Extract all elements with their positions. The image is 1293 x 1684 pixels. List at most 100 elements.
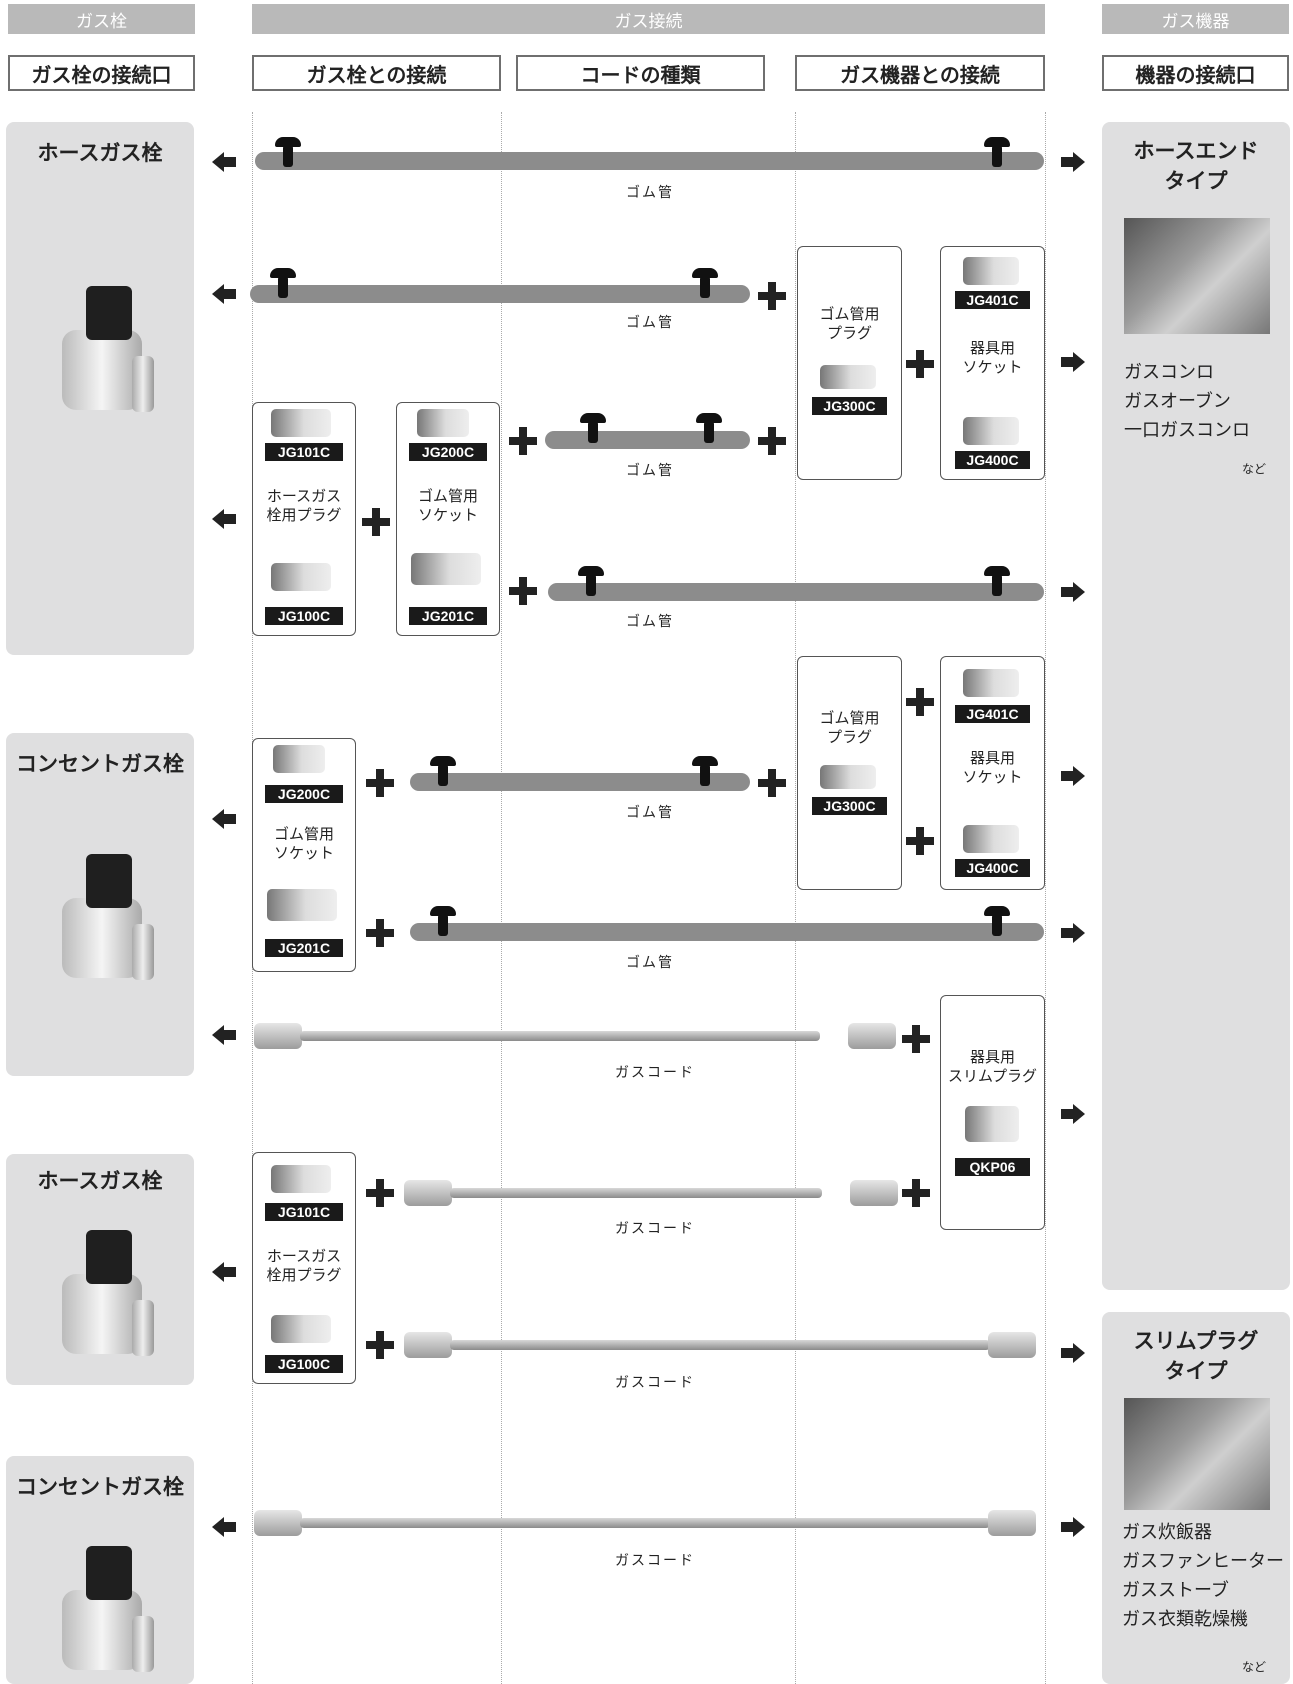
cord-end-icon xyxy=(850,1180,898,1206)
hose-clamp-icon xyxy=(690,268,722,298)
plus-icon xyxy=(366,1331,394,1359)
arrow-right-icon xyxy=(1073,923,1085,943)
code-label: JG400C xyxy=(955,859,1030,877)
list-item: ガスコンロ xyxy=(1124,358,1250,387)
code-label: JG201C xyxy=(265,939,343,957)
rubber-hose xyxy=(250,285,750,303)
panel-title: ホースエンド タイプ xyxy=(1102,136,1290,196)
column-divider xyxy=(501,112,502,1684)
cord-end-icon xyxy=(988,1510,1036,1536)
panel-title: スリムプラグ タイプ xyxy=(1102,1326,1290,1386)
arrow-left-icon xyxy=(212,284,224,304)
hose-end-type-panel: ホースエンド タイプ ガスコンロ ガスオーブン 一口ガスコンロ など xyxy=(1102,122,1290,1290)
plug-part-icon xyxy=(271,1315,331,1343)
hose-end-appliance-list: ガスコンロ ガスオーブン 一口ガスコンロ xyxy=(1124,358,1250,445)
plug-part-icon xyxy=(271,563,331,591)
socket-part-icon xyxy=(267,889,337,921)
gas-cord xyxy=(450,1340,990,1350)
rubber-socket-label: ゴム管用 ソケット xyxy=(253,825,355,863)
gas-appliance-bar: ガス機器 xyxy=(1102,4,1289,34)
slim-plug-part-icon xyxy=(965,1106,1019,1142)
appliance-slim-plug-label: 器具用 スリムプラグ xyxy=(941,1048,1044,1086)
plug-part-icon xyxy=(820,365,876,389)
hose-clamp-icon xyxy=(428,906,460,936)
rubber-socket-box: JG200C ゴム管用 ソケット JG201C xyxy=(396,402,500,636)
concent-gas-valve-icon xyxy=(42,848,172,988)
socket-part-icon xyxy=(963,825,1019,853)
rubber-hose xyxy=(548,583,1044,601)
cord-end-icon xyxy=(254,1510,302,1536)
arrow-left-icon xyxy=(212,809,224,829)
hose-clamp-icon xyxy=(268,268,300,298)
appliance-port-header: 機器の接続口 xyxy=(1102,55,1289,91)
gas-cord xyxy=(300,1518,990,1528)
plug-part-icon xyxy=(271,1165,331,1193)
code-label: JG100C xyxy=(265,1355,343,1373)
hose-caption: ゴム管 xyxy=(600,182,700,202)
socket-part-icon xyxy=(963,417,1019,445)
hose-gas-valve-icon xyxy=(42,280,172,420)
cord-end-icon xyxy=(404,1332,452,1358)
arrow-left-icon xyxy=(212,1517,224,1537)
cord-end-icon xyxy=(404,1180,452,1206)
socket-part-icon xyxy=(411,553,481,585)
rubber-plug-box: ゴム管用 プラグ JG300C xyxy=(797,246,902,480)
arrow-right-icon xyxy=(1073,1343,1085,1363)
arrow-right-icon xyxy=(1073,766,1085,786)
code-label: JG400C xyxy=(955,451,1030,469)
hose-caption: ゴム管 xyxy=(600,611,700,631)
panel-title: コンセントガス栓 xyxy=(6,749,194,779)
hose-gas-valve-panel: ホースガス栓 xyxy=(6,122,194,655)
cord-caption: ガスコード xyxy=(600,1372,710,1392)
rubber-plug-box: ゴム管用 プラグ JG300C xyxy=(797,656,902,890)
arrow-right-icon xyxy=(1073,352,1085,372)
plus-icon xyxy=(366,769,394,797)
rubber-hose xyxy=(410,923,1044,941)
hose-clamp-icon xyxy=(982,566,1014,596)
valve-connection-header: ガス栓との接続 xyxy=(252,55,501,91)
gas-cord xyxy=(450,1188,822,1198)
appliance-socket-box: JG401C 器具用 ソケット JG400C xyxy=(940,656,1045,890)
list-item: ガス衣類乾燥機 xyxy=(1122,1605,1284,1634)
cord-end-icon xyxy=(988,1332,1036,1358)
plus-icon xyxy=(902,1025,930,1053)
hose-clamp-icon xyxy=(694,413,726,443)
appliance-slim-plug-box: 器具用 スリムプラグ QKP06 xyxy=(940,995,1045,1230)
hose-caption: ゴム管 xyxy=(600,312,700,332)
hose-clamp-icon xyxy=(982,906,1014,936)
socket-part-icon xyxy=(417,409,469,437)
list-item: ガスファンヒーター xyxy=(1122,1547,1284,1576)
code-label: JG100C xyxy=(265,607,343,625)
panel-title: ホースガス栓 xyxy=(6,1166,194,1196)
gas-cord xyxy=(300,1031,820,1041)
code-label: JG201C xyxy=(409,607,487,625)
rubber-socket-label: ゴム管用 ソケット xyxy=(397,487,499,525)
plus-icon xyxy=(758,427,786,455)
list-item: ガス炊飯器 xyxy=(1122,1518,1284,1547)
code-label: JG300C xyxy=(812,797,887,815)
rubber-plug-label: ゴム管用 プラグ xyxy=(798,709,901,747)
slim-plug-photo xyxy=(1124,1398,1270,1510)
plus-icon xyxy=(362,508,390,536)
arrow-right-icon xyxy=(1073,1104,1085,1124)
hose-caption: ゴム管 xyxy=(600,802,700,822)
list-item: 一口ガスコンロ xyxy=(1124,416,1250,445)
appliance-socket-label: 器具用 ソケット xyxy=(941,749,1044,787)
hose-gas-valve-panel: ホースガス栓 xyxy=(6,1154,194,1385)
hose-valve-plug-box: JG101C ホースガス 栓用プラグ JG100C xyxy=(252,402,356,636)
slim-plug-type-panel: スリムプラグ タイプ ガス炊飯器 ガスファンヒーター ガスストーブ ガス衣類乾燥… xyxy=(1102,1312,1290,1684)
hose-clamp-icon xyxy=(273,137,305,167)
valve-port-header: ガス栓の接続口 xyxy=(8,55,195,91)
hose-valve-plug-box: JG101C ホースガス 栓用プラグ JG100C xyxy=(252,1152,356,1384)
code-label: JG101C xyxy=(265,443,343,461)
column-divider xyxy=(1045,112,1046,1684)
cord-end-icon xyxy=(848,1023,896,1049)
plus-icon xyxy=(758,769,786,797)
code-label: JG300C xyxy=(812,397,887,415)
concent-gas-valve-panel: コンセントガス栓 xyxy=(6,1456,194,1684)
cord-caption: ガスコード xyxy=(600,1550,710,1570)
concent-gas-valve-icon xyxy=(42,1540,172,1680)
plus-icon xyxy=(906,688,934,716)
arrow-left-icon xyxy=(212,152,224,172)
code-label: JG200C xyxy=(265,785,343,803)
